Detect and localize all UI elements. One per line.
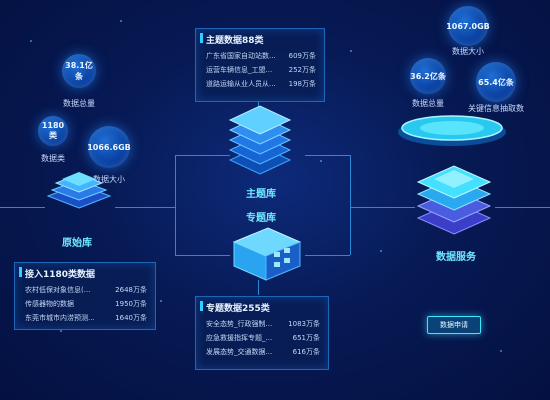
row-name: 农村低保对象信息(... [25, 286, 91, 294]
row-name: 东莞市城市内涝预测... [25, 314, 95, 322]
row-name: 传感器物的数据 [25, 300, 74, 308]
total-volume-value: 38.1亿条 [65, 61, 93, 81]
total-volume-label: 数据总量 [63, 99, 95, 108]
table-row[interactable]: 传感器物的数据 1950万条 [15, 297, 155, 311]
source-panel-title: 接入1180类数据 [15, 263, 155, 283]
key-info-value: 65.4亿条 [478, 77, 514, 87]
table-row[interactable]: 发展态势_交通数据... 616万条 [196, 345, 328, 359]
subject-data-panel: 主题数据88类 广东省国家自动站数... 609万条 运营车辆信息_工盟... … [195, 28, 325, 102]
particle [120, 20, 122, 22]
row-name: 道路运输从业人员从... [206, 80, 276, 88]
service-size-bubble: 1067.0GB [446, 6, 490, 46]
key-info-bubble: 65.4亿条 [476, 62, 516, 102]
service-total-value: 36.2亿条 [410, 71, 446, 81]
category-count-label: 数据类 [41, 154, 65, 163]
table-row[interactable]: 安全态势_行政强制... 1083万条 [196, 317, 328, 331]
table-row[interactable]: 应急救援指挥专题_... 651万条 [196, 331, 328, 345]
particle [500, 350, 502, 352]
connector-line [350, 207, 415, 208]
particle [160, 300, 162, 302]
source-data-panel: 接入1180类数据 农村低保对象信息(... 2648万条 传感器物的数据 19… [14, 262, 156, 330]
row-value: 252万条 [288, 66, 316, 74]
connector-line [258, 100, 259, 110]
connector-line [175, 155, 230, 156]
connector-line [258, 280, 259, 295]
table-row[interactable]: 农村低保对象信息(... 2648万条 [15, 283, 155, 297]
service-size-label: 数据大小 [452, 47, 484, 56]
category-count-value: 1180类 [41, 121, 65, 140]
data-size-value: 1066.6GB [87, 142, 131, 152]
raw-database-icon[interactable] [44, 168, 114, 226]
subject-panel-title: 主题数据88类 [196, 29, 324, 49]
connector-line [115, 207, 175, 208]
data-size-label: 数据大小 [93, 175, 125, 184]
row-name: 应急救援指挥专题_... [206, 334, 273, 342]
topic-data-panel: 专题数据255类 安全态势_行政强制... 1083万条 应急救援指挥专题_..… [195, 296, 329, 370]
row-value: 2648万条 [115, 286, 147, 294]
data-apply-button[interactable]: 数据申请 [427, 316, 481, 334]
row-name: 广东省国家自动站数... [206, 52, 276, 60]
connector-line [350, 155, 351, 255]
total-volume-bubble: 38.1亿条 [62, 54, 96, 88]
particle [380, 250, 382, 252]
topic-database-label: 专题库 [246, 213, 276, 224]
table-row[interactable]: 运营车辆信息_工盟... 252万条 [196, 63, 324, 77]
service-total-bubble: 36.2亿条 [410, 58, 446, 94]
row-value: 1950万条 [115, 300, 147, 308]
row-name: 安全态势_行政强制... [206, 320, 273, 328]
row-value: 651万条 [292, 334, 320, 342]
connector-line [175, 155, 176, 255]
subject-database-label: 主题库 [246, 189, 276, 200]
particle [350, 50, 352, 52]
connector-line [495, 207, 550, 208]
data-service-icon[interactable] [414, 160, 494, 240]
connector-line [175, 255, 230, 256]
row-value: 1640万条 [115, 314, 147, 322]
connector-line [305, 255, 350, 256]
raw-database-label: 原始库 [62, 238, 92, 249]
category-count-bubble: 1180类 [38, 116, 68, 146]
row-name: 发展态势_交通数据... [206, 348, 273, 356]
data-service-label: 数据服务 [436, 252, 476, 263]
table-row[interactable]: 广东省国家自动站数... 609万条 [196, 49, 324, 63]
row-value: 616万条 [292, 348, 320, 356]
table-row[interactable]: 东莞市城市内涝预测... 1640万条 [15, 311, 155, 325]
particle [320, 160, 322, 162]
subject-database-icon[interactable] [228, 104, 292, 180]
row-name: 运营车辆信息_工盟... [206, 66, 273, 74]
service-size-value: 1067.0GB [446, 21, 490, 31]
table-row[interactable]: 道路运输从业人员从... 198万条 [196, 77, 324, 91]
connector-line [0, 207, 45, 208]
platform-disk [398, 115, 506, 146]
service-total-label: 数据总量 [412, 99, 444, 108]
data-size-bubble: 1066.6GB [87, 126, 131, 168]
connector-line [305, 155, 350, 156]
topic-database-icon[interactable] [228, 222, 304, 284]
row-value: 609万条 [288, 52, 316, 60]
particle [30, 40, 32, 42]
row-value: 198万条 [288, 80, 316, 88]
particle [60, 330, 62, 332]
topic-panel-title: 专题数据255类 [196, 297, 328, 317]
key-info-label: 关键信息抽取数 [468, 104, 524, 113]
row-value: 1083万条 [288, 320, 320, 328]
